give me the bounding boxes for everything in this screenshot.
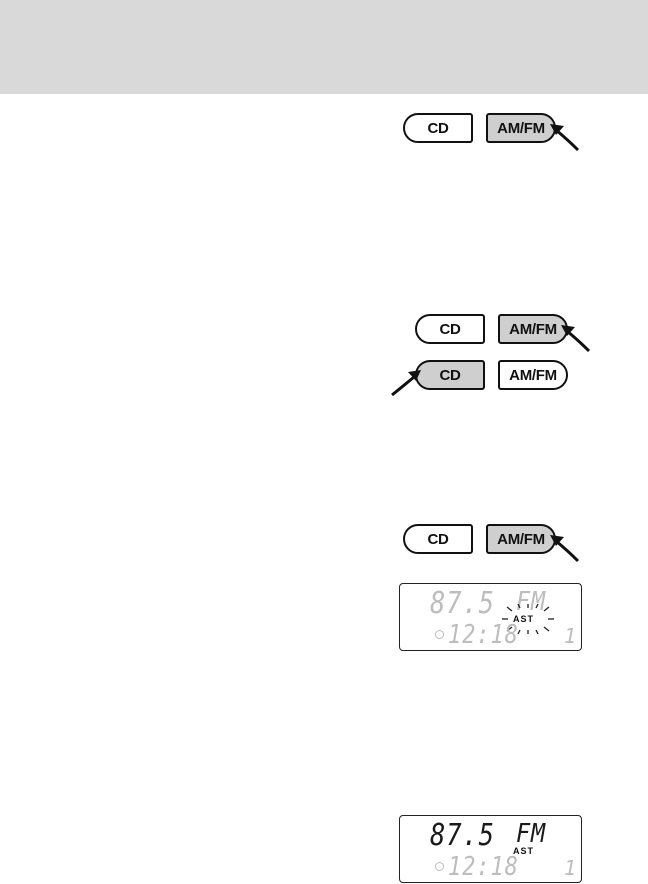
ast-indicator: AST [513,614,534,624]
cd-button[interactable]: CD [403,113,473,143]
press-arrow-icon [561,325,591,353]
press-arrow-icon [391,370,421,397]
clock-readout: 12:18 [448,852,519,882]
clock-icon [435,862,444,871]
frequency-readout: 87.5 [430,586,495,621]
clock-icon [435,630,444,639]
flash-indicator-icon [502,604,554,634]
band-readout: FM [516,587,546,617]
preset-readout: 1 [564,624,578,648]
amfm-button[interactable]: AM/FM [498,314,568,344]
cd-button[interactable]: CD [403,524,473,554]
press-arrow-icon [550,124,580,152]
press-arrow-icon [550,535,580,563]
band-readout: FM [516,819,546,849]
cd-button[interactable]: CD [415,314,485,344]
radio-display-final: 87.5 FM AST 12:18 1 [399,815,582,883]
ast-indicator: AST [513,846,534,856]
radio-display-seeking: 87.5 FM AST 12:18 1 [399,583,582,651]
amfm-button[interactable]: AM/FM [486,113,556,143]
amfm-button[interactable]: AM/FM [498,360,568,390]
header-band [0,0,648,94]
clock-readout: 12:18 [448,620,519,650]
preset-readout: 1 [564,856,578,880]
frequency-readout: 87.5 [430,818,495,853]
